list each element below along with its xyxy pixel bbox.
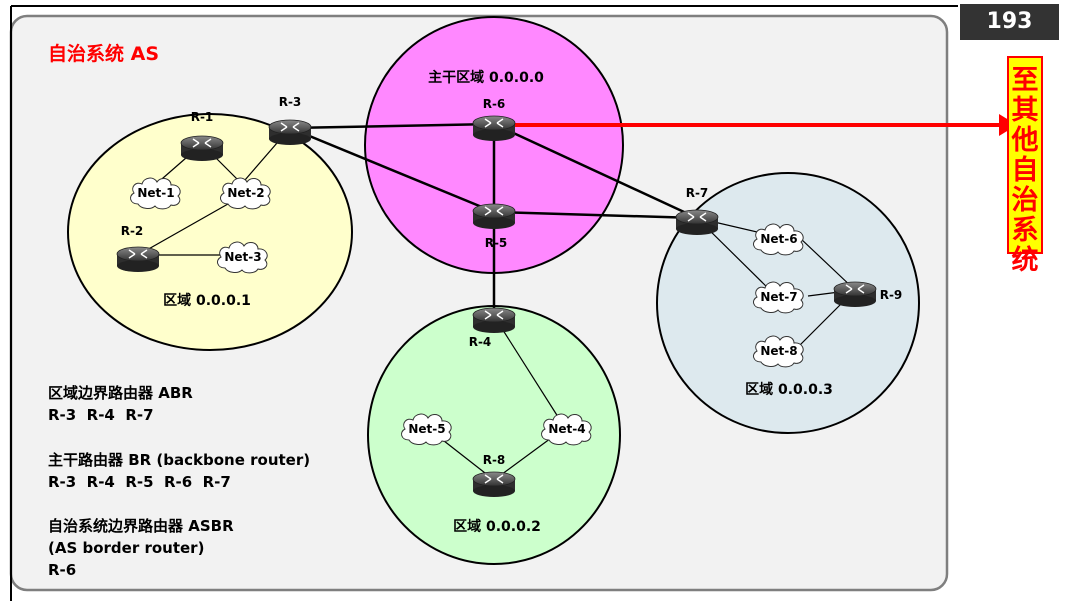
abr-title: 区域边界路由器 ABR xyxy=(48,384,193,402)
net-4-label: Net-4 xyxy=(548,422,585,436)
r-1-router: R-1 xyxy=(180,110,224,161)
area-3-label: 区域 0.0.0.3 xyxy=(745,381,833,398)
area-1-circle xyxy=(67,113,353,351)
asbr-list: R-6 xyxy=(48,561,76,579)
net-4-cloud: Net-4 xyxy=(541,413,592,446)
net-1-cloud: Net-1 xyxy=(130,177,181,210)
r-7-router: R-7 xyxy=(675,186,719,235)
r-7-label: R-7 xyxy=(686,186,709,200)
net-5-cloud: Net-5 xyxy=(401,413,452,446)
backbone-links xyxy=(289,122,698,316)
router-arrows-icon xyxy=(192,138,212,148)
br-list: R-3 R-4 R-5 R-6 R-7 xyxy=(48,473,231,491)
page-number: 193 xyxy=(960,4,1059,40)
net-8-cloud: Net-8 xyxy=(753,335,804,368)
net-1-label: Net-1 xyxy=(137,186,174,200)
r-5-router: R-5 xyxy=(472,203,516,250)
backbone-area-label: 主干区域 0.0.0.0 xyxy=(428,69,544,86)
net-5-label: Net-5 xyxy=(408,422,445,436)
r-3-label: R-3 xyxy=(279,95,302,109)
r-1-label: R-1 xyxy=(191,110,214,124)
network-clouds: Net-1 Net-2 Net-3 Net-4 Net-5 Net-6 Net-… xyxy=(130,177,804,446)
router-arrows-icon xyxy=(128,249,148,259)
abr-list: R-3 R-4 R-7 xyxy=(48,406,154,424)
br-title: 主干路由器 BR (backbone router) xyxy=(48,451,310,469)
net-7-label: Net-7 xyxy=(760,290,797,304)
area-2-label: 区域 0.0.0.2 xyxy=(453,518,541,535)
net-6-label: Net-6 xyxy=(760,232,797,246)
net-6-cloud: Net-6 xyxy=(753,223,804,256)
router-arrows-icon xyxy=(484,206,504,216)
r-8-label: R-8 xyxy=(483,453,506,467)
r-2-router: R-2 xyxy=(116,224,160,272)
r-6-router: R-6 xyxy=(472,97,516,141)
to-other-as-label: 至其他自治系统 xyxy=(1007,56,1043,276)
asbr-subtitle: (AS border router) xyxy=(48,539,204,557)
r-8-router: R-8 xyxy=(472,453,516,497)
r-9-label: R-9 xyxy=(880,288,903,302)
r-5-label: R-5 xyxy=(485,236,508,250)
net-2-label: Net-2 xyxy=(227,186,264,200)
router-arrows-icon xyxy=(280,122,300,132)
net-8-label: Net-8 xyxy=(760,344,797,358)
net-3-cloud: Net-3 xyxy=(217,241,268,274)
net-2-cloud: Net-2 xyxy=(220,177,271,210)
router-legend: 区域边界路由器 ABR R-3 R-4 R-7 主干路由器 BR (backbo… xyxy=(48,384,310,579)
routers: R-1R-2 R-3R-4 R-5 R-6R-7R-8 R-9 xyxy=(116,95,903,497)
net-7-cloud: Net-7 xyxy=(753,281,804,314)
r-4-router: R-4 xyxy=(469,307,516,349)
r-9-router: R-9 xyxy=(833,281,903,307)
router-arrows-icon xyxy=(845,284,865,294)
router-arrows-icon xyxy=(484,118,504,128)
area-1-label: 区域 0.0.0.1 xyxy=(163,292,251,309)
r-2-label: R-2 xyxy=(121,224,144,238)
as-title: 自治系统 AS xyxy=(48,42,159,65)
router-arrows-icon xyxy=(687,212,707,222)
r-4-label: R-4 xyxy=(469,335,492,349)
router-arrows-icon xyxy=(484,474,504,484)
r-6-label: R-6 xyxy=(483,97,506,111)
router-arrows-icon xyxy=(484,310,504,320)
r-3-router: R-3 xyxy=(268,95,312,145)
net-3-label: Net-3 xyxy=(224,250,261,264)
asbr-title: 自治系统边界路由器 ASBR xyxy=(48,517,234,535)
